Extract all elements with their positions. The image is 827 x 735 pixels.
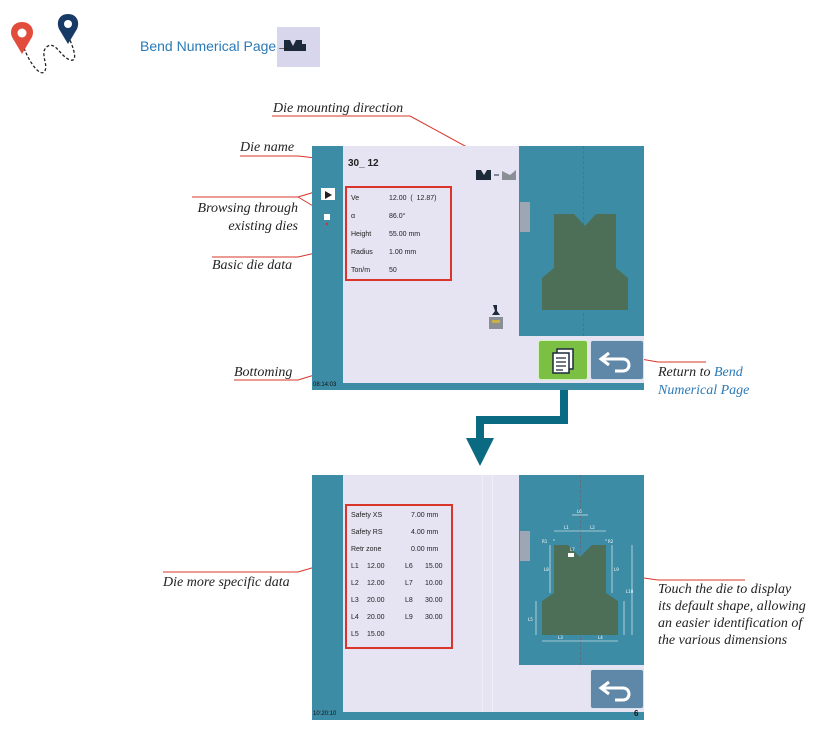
- basic-data-value: 55.00 mm: [389, 231, 421, 238]
- safety-label: Safety RS: [351, 529, 383, 536]
- annotation-touch-line-3: an easier identification of: [658, 616, 803, 631]
- dimension-value: 30.00: [425, 614, 443, 621]
- safety-label: Retr zone: [351, 546, 382, 553]
- dimension-label: L1: [351, 563, 359, 570]
- dim-label-l10: L10: [626, 589, 634, 594]
- safety-label: Safety XS: [351, 512, 383, 519]
- dimension-value: 12.00: [367, 580, 385, 587]
- die-name: 30_ 12: [348, 158, 379, 169]
- dim-label-l2: L2: [590, 525, 595, 530]
- basic-data-value: 12.00 ( 12.87): [389, 195, 437, 202]
- basic-data-label: α: [351, 213, 356, 220]
- annotation-return-prefix: Return to: [658, 365, 714, 380]
- dimension-value: 10.00: [425, 580, 443, 587]
- status-bar: [312, 383, 644, 390]
- die-shape: [542, 214, 628, 310]
- return-arrow-icon: [598, 351, 631, 373]
- annotation-browsing-line-2: existing dies: [228, 219, 298, 234]
- dim-label-l5: L5: [528, 617, 533, 622]
- safety-value: 4.00 mm: [411, 529, 439, 536]
- browse-next-button[interactable]: [321, 188, 335, 200]
- basic-die-data-box: Ve 12.00 ( 12.87) α 86.0° Height 55.00 mm Radi…: [345, 186, 452, 281]
- annotation-die-more-specific: Die more specific data: [163, 575, 290, 590]
- annotation-return: Return to Bend Numerical Page: [658, 364, 749, 400]
- dimension-label: L9: [405, 614, 413, 621]
- dimension-value: 15.00: [367, 631, 385, 638]
- annotation-return-link-2[interactable]: Numerical Page: [658, 383, 750, 398]
- header-title-text: Bend Numerical Page: [140, 38, 277, 54]
- dim-label-l1: L1: [564, 525, 569, 530]
- die-view-tab[interactable]: [520, 202, 530, 232]
- dimension-label: L3: [351, 597, 359, 604]
- annotation-touch-line-2: its default shape, allowing: [658, 599, 806, 614]
- dim-label-l3: L3: [558, 635, 563, 640]
- dimension-label: L8: [405, 597, 413, 604]
- panel-divider-2: [492, 475, 493, 712]
- dimension-value: 20.00: [367, 597, 385, 604]
- safety-value: 7.00 mm: [411, 512, 439, 519]
- die-mounting-direction-icon[interactable]: [476, 168, 516, 186]
- route-logo: [8, 12, 83, 80]
- dimension-label: L6: [405, 563, 413, 570]
- annotation-basic-die-data: Basic die data: [212, 258, 293, 273]
- dim-label-l4: L4: [598, 635, 603, 640]
- clock: 08:14:03: [313, 382, 337, 388]
- screen-die-specific: 10:20:10 6 Safety XS 7.00 mm Safety RS 4.00…: [312, 475, 644, 720]
- dimension-label: L2: [351, 580, 359, 587]
- dim-label-r2: R2: [608, 539, 614, 544]
- panel-divider-1: [482, 475, 483, 712]
- dimension-value: 30.00: [425, 597, 443, 604]
- die-view-tab-2[interactable]: [520, 531, 530, 561]
- copy-button[interactable]: [538, 340, 588, 380]
- back-button-2[interactable]: [590, 669, 644, 709]
- map-route-pins-icon: [11, 14, 79, 74]
- return-arrow-icon: [598, 680, 631, 702]
- play-icon: [325, 191, 332, 199]
- die-dimension-diagram: L6 L1 L2 R1 R2 L7 L8 L9 L3 L4 L5 L10: [528, 509, 634, 642]
- clock-2: 10:20:10: [313, 711, 337, 717]
- flow-arrow: [466, 390, 568, 466]
- annotation-return-link-1[interactable]: Bend: [714, 365, 743, 380]
- annotation-touch-line-4: the various dimensions: [658, 633, 788, 648]
- annotation-die-name: Die name: [240, 140, 295, 155]
- page-marker: 6: [634, 709, 639, 718]
- dimension-value: 15.00: [425, 563, 443, 570]
- die-view[interactable]: [520, 146, 644, 336]
- dimension-label: L5: [351, 631, 359, 638]
- copy-pages-icon: [552, 348, 574, 374]
- screen-die-basic: 08:14:03 30_ 12 Ve 12.00 ( 12.87) α 86.0° He…: [312, 146, 644, 390]
- dim-label-r1: R1: [542, 539, 548, 544]
- header-title[interactable]: Bend Numerical Page→: [140, 38, 290, 54]
- dim-label-l7: L7: [570, 547, 575, 552]
- basic-data-value: 50: [389, 267, 397, 274]
- dim-label-l9: L9: [614, 567, 619, 572]
- die-direction-icon: [284, 38, 310, 57]
- annotation-die-mounting-direction: Die mounting direction: [273, 101, 404, 116]
- annotation-browsing: Browsing through existing dies: [190, 200, 298, 236]
- annotation-browsing-line-1: Browsing through: [197, 201, 298, 216]
- back-button[interactable]: [590, 340, 644, 380]
- basic-data-label: Ve: [351, 195, 360, 202]
- safety-value: 0.00 mm: [411, 546, 439, 553]
- dim-label-l6: L6: [577, 509, 582, 514]
- basic-data-label: Ton/m: [351, 267, 371, 274]
- dim-label-l8: L8: [544, 567, 549, 572]
- browse-prev-button[interactable]: [324, 214, 330, 226]
- dimension-label: L4: [351, 614, 359, 621]
- dimension-value: 12.00: [367, 563, 385, 570]
- basic-data-value: 1.00 mm: [389, 249, 417, 256]
- small-arrow-icon: [325, 222, 328, 226]
- die-dimension-view[interactable]: L6 L1 L2 R1 R2 L7 L8 L9 L3 L4 L5 L10: [520, 475, 644, 665]
- basic-data-value: 86.0°: [389, 213, 406, 220]
- annotation-touch-line-1: Touch the die to display: [658, 582, 792, 597]
- dimension-label: L7: [405, 580, 413, 587]
- basic-data-label: Height: [351, 231, 372, 238]
- bottoming-icon[interactable]: [486, 303, 506, 336]
- die-specific-data-box: Safety XS 7.00 mm Safety RS 4.00 mm Retr zon…: [345, 504, 453, 649]
- basic-data-label: Radius: [351, 249, 373, 256]
- dimension-value: 20.00: [367, 614, 385, 621]
- annotation-touch-die: Touch the die to display its default sha…: [658, 581, 806, 649]
- header-arrow: →: [276, 38, 291, 54]
- annotation-bottoming: Bottoming: [234, 365, 293, 380]
